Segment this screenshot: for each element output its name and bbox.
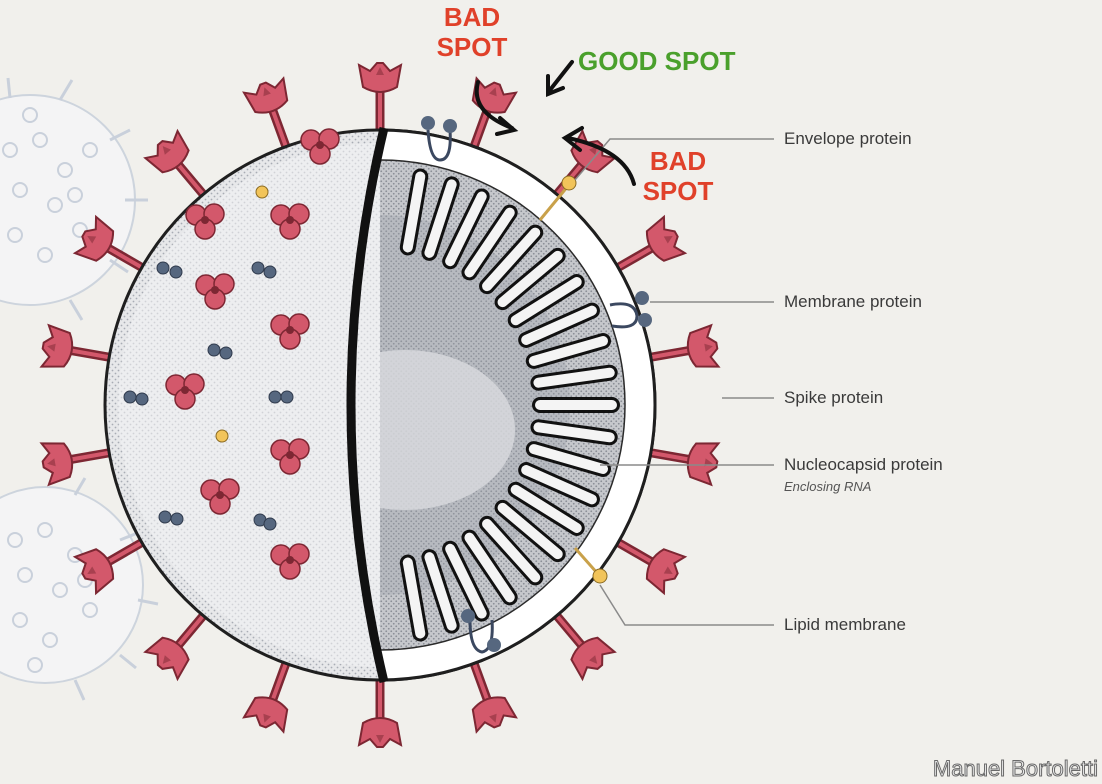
label-spike-protein: Spike protein	[784, 388, 883, 408]
label-membrane-protein: Membrane protein	[784, 292, 922, 312]
spike-protein	[550, 608, 616, 680]
arrow-good-spot	[548, 62, 572, 94]
label-envelope-protein: Envelope protein	[784, 129, 912, 149]
spike-protein	[467, 654, 516, 734]
spike-protein	[144, 130, 210, 202]
bad-spot-top-label: BAD SPOT	[432, 2, 512, 62]
label-enclosing-rna: Enclosing RNA	[784, 479, 871, 494]
label-nucleocapsid-protein: Nucleocapsid protein	[784, 455, 943, 475]
spike-protein	[144, 608, 210, 680]
spike-protein	[243, 76, 292, 156]
spike-protein	[609, 538, 686, 595]
label-lipid-membrane: Lipid membrane	[784, 615, 906, 635]
good-spot-label: GOOD SPOT	[578, 46, 735, 76]
spike-protein	[243, 654, 292, 734]
bad-spot-right-label: BAD SPOT	[638, 146, 718, 206]
photo-credit: Manuel Bortoletti	[933, 756, 1098, 782]
spike-protein	[609, 216, 686, 273]
background-virus-top	[0, 78, 148, 320]
